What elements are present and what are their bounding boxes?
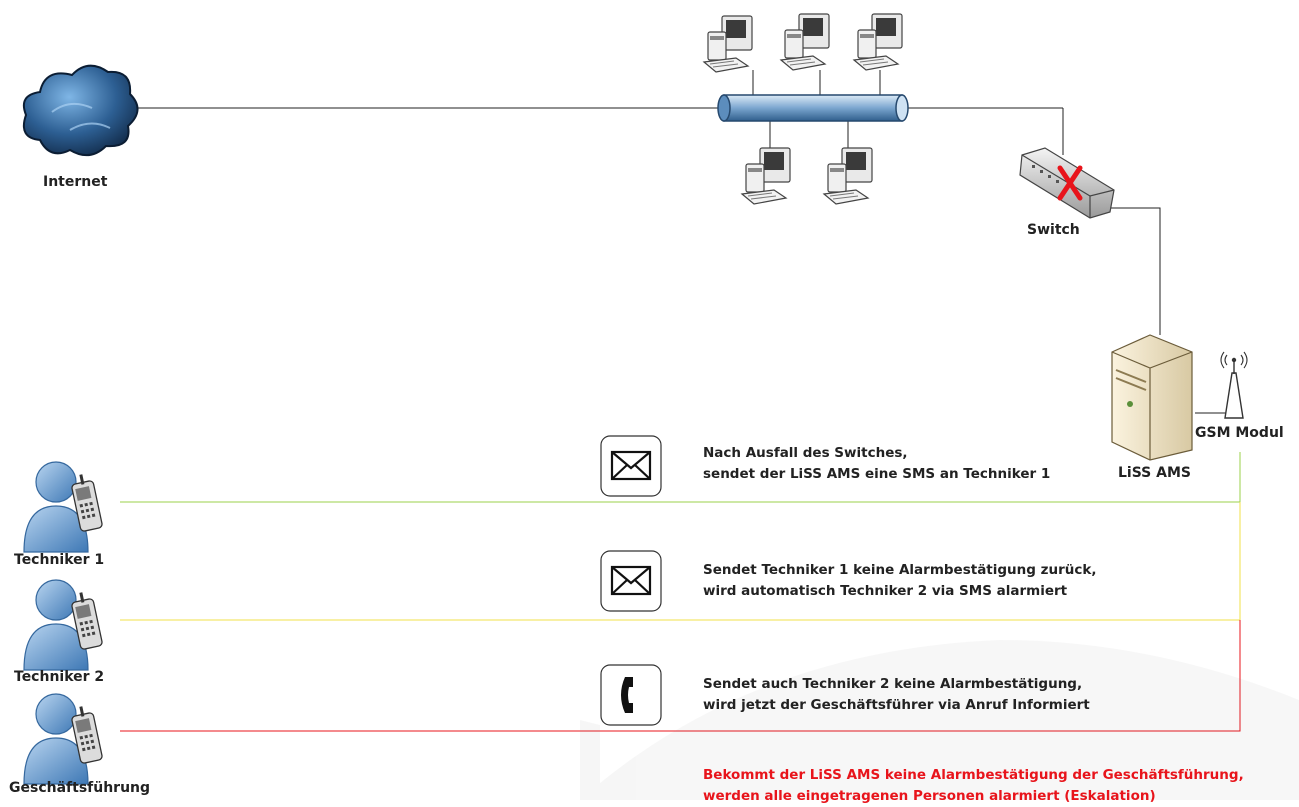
escalation-line1: Bekommt der LiSS AMS keine Alarmbestätig… <box>703 765 1244 786</box>
person-tech2-icon <box>24 580 103 670</box>
tech2-label: Techniker 2 <box>14 669 104 685</box>
gsm-modul-label: GSM Modul <box>1195 425 1284 441</box>
switch-label: Switch <box>1027 222 1080 238</box>
step1-text: Nach Ausfall des Switches, sendet der Li… <box>703 443 1050 485</box>
gf-label: Geschäftsführung <box>9 780 150 796</box>
gsm-antenna-icon <box>1221 352 1247 418</box>
internet-label: Internet <box>43 174 107 190</box>
network-links <box>135 70 1227 413</box>
server-icon <box>1112 335 1192 460</box>
envelope-icon <box>601 436 661 496</box>
workstation-icon <box>704 16 752 72</box>
workstation-icon <box>824 148 872 204</box>
step2-line2: wird automatisch Techniker 2 via SMS ala… <box>703 581 1096 602</box>
step1-line2: sendet der LiSS AMS eine SMS an Technike… <box>703 464 1050 485</box>
alarm-line-tech1 <box>120 452 1240 502</box>
step2-line1: Sendet Techniker 1 keine Alarmbestätigun… <box>703 560 1096 581</box>
workstation-icon <box>742 148 790 204</box>
step3-line2: wird jetzt der Geschäftsführer via Anruf… <box>703 695 1090 716</box>
workstation-icon <box>781 14 829 70</box>
person-gf-icon <box>24 694 103 784</box>
switch-to-liss-link <box>1110 208 1160 335</box>
step3-line1: Sendet auch Techniker 2 keine Alarmbestä… <box>703 674 1090 695</box>
step2-text: Sendet Techniker 1 keine Alarmbestätigun… <box>703 560 1096 602</box>
person-tech1-icon <box>24 462 103 552</box>
tech1-label: Techniker 1 <box>14 552 104 568</box>
step1-line1: Nach Ausfall des Switches, <box>703 443 1050 464</box>
phone-handset-icon <box>601 665 661 725</box>
workstation-icon <box>854 14 902 70</box>
escalation-text: Bekommt der LiSS AMS keine Alarmbestätig… <box>703 765 1244 807</box>
liss-ams-label: LiSS AMS <box>1118 465 1191 481</box>
cloud-icon <box>24 66 138 155</box>
network-backbone-icon <box>718 95 908 121</box>
envelope-icon <box>601 551 661 611</box>
escalation-line2: werden alle eingetragenen Personen alarm… <box>703 786 1244 807</box>
step3-text: Sendet auch Techniker 2 keine Alarmbestä… <box>703 674 1090 716</box>
